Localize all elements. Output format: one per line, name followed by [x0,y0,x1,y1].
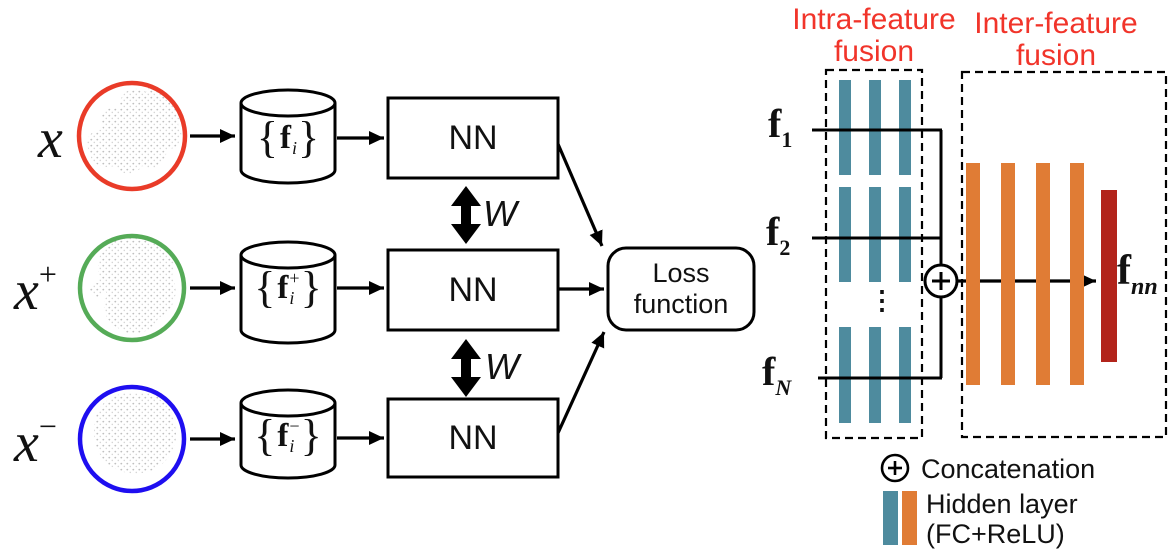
positive-x: x [14,260,39,322]
hidden-layer-bar [966,163,980,385]
nn-box-negative [386,397,560,479]
f-sub: 2 [779,235,791,260]
f-sub: N [775,375,792,400]
close-brace: } [300,411,322,460]
inter-fusion-dashed-box [960,70,1168,439]
close-brace: } [300,263,322,312]
positive-input-label: x+ [14,258,57,319]
open-brace: { [254,263,276,312]
hidden-layer-bar [1001,163,1015,385]
ellipsis-dots: ⋮ [869,286,895,315]
legend-hidden-layer-label: Hidden layer (FC+ReLU) [926,489,1078,549]
f-sup: + [289,268,300,288]
weight-sharing-arrow-top [451,186,481,244]
point-cloud-positive [90,237,176,334]
weight-label-bottom: W [485,346,519,387]
f-sub: i [289,436,295,456]
f-symbol: f [277,269,289,306]
open-brace: { [256,113,278,162]
negative-sample-circle [77,384,187,494]
inter-title-line2: fusion [1015,39,1097,72]
close-brace: } [298,113,320,162]
hidden-layer-bar [899,327,911,423]
f-symbol: f [762,349,776,394]
f-sub: 1 [781,127,793,152]
legend-concatenation-label: Concatenation [921,454,1096,484]
loss-function-box [606,246,756,332]
hidden-layer-bar [1036,163,1050,385]
f-symbol: f [277,417,289,454]
intra-fusion-dashed-box [824,68,924,440]
weight-label-top: W [483,193,517,234]
legend-hidden-layer-icon [883,491,917,545]
concat-plus-icon [923,263,959,299]
positive-sample-circle [77,233,187,343]
hidden-layer-bar [869,187,881,282]
f-symbol: f [768,101,782,146]
feature-set-cylinder-positive [239,240,337,345]
hidden-layer-bar [839,80,851,175]
f-sub: i [289,288,295,308]
negative-x: x [14,412,39,474]
inter-fusion-hidden-layer-bars [966,163,1117,385]
intra-fusion-hidden-layer-bars [839,80,911,423]
weight-sharing-arrow-bottom [451,339,481,397]
hidden-layer-bar [869,80,881,175]
open-brace: { [254,411,276,460]
feature-label-fN: fN [762,352,791,399]
anchor-x: x [38,108,63,170]
legend-hidden-line2: (FC+ReLU) [926,519,1065,549]
feature-set-cylinder-anchor [239,88,337,185]
hidden-layer-bar [839,327,851,423]
f-sup [292,119,297,133]
loss-line1: Loss [652,258,710,288]
feature-lines [812,128,943,380]
hidden-layer-bar [1070,163,1084,385]
inter-title-line1: Inter-feature [974,7,1138,40]
point-cloud-negative [94,393,176,474]
hidden-layer-bar [899,187,911,282]
f-sub: nn [1131,274,1158,300]
f-symbol: f [279,119,291,156]
loss-line2: function [633,289,729,319]
feature-label-f1: f1 [768,104,792,151]
f-sup: − [289,416,300,436]
feature-set-cylinder-negative [239,388,337,480]
hidden-layer-bar [899,80,911,175]
nn-box-anchor [386,96,560,180]
anchor-sample-circle [76,80,188,192]
feature-set-label-positive: {f+i} [254,266,321,310]
flow-arrows [190,129,606,446]
intra-title-line2: fusion [833,35,915,68]
negative-x-sup: − [38,408,57,444]
negative-input-label: x− [14,410,57,471]
f-sub: i [291,138,298,158]
nn-label-positive: NN [448,271,498,309]
intra-fusion-title: Intra-feature fusion [792,4,955,68]
feature-label-f2: f2 [766,212,790,259]
nn-label-negative: NN [448,419,498,457]
hidden-layer-bar [1101,190,1117,362]
f-symbol: f [1117,248,1131,294]
point-cloud-anchor [87,84,184,174]
legend-hidden-line1: Hidden layer [926,489,1078,519]
feature-set-label-negative: {f−i} [254,414,321,458]
output-label-fnn: fnn [1117,250,1158,299]
positive-x-sup: + [38,256,57,292]
nn-box-positive [386,248,560,332]
inter-fusion-title: Inter-feature fusion [974,8,1137,72]
f-symbol: f [766,209,780,254]
intra-title-line1: Intra-feature [792,3,956,36]
anchor-input-label: x [38,106,63,167]
nn-label-anchor: NN [448,119,498,157]
legend-concat-plus-icon [880,453,910,483]
hidden-layer-bar [869,327,881,423]
hidden-layer-bar [839,187,851,282]
loss-function-label: Loss function [608,258,754,320]
